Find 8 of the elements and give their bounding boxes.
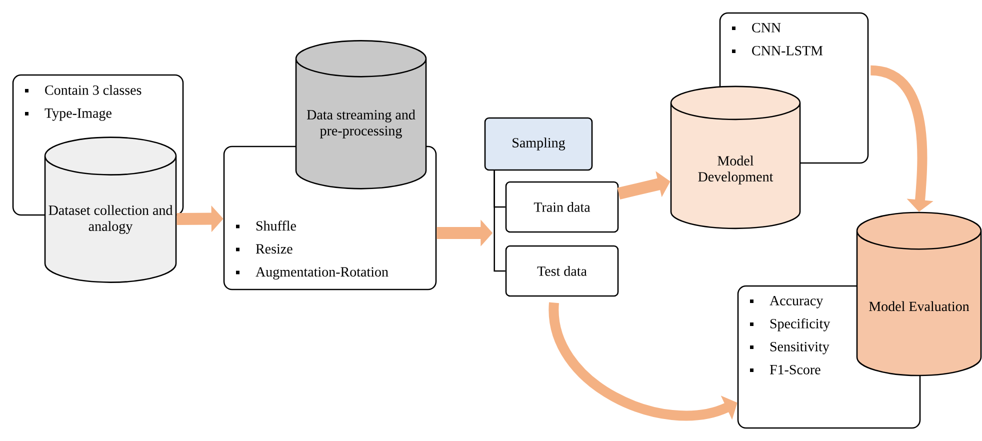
- process-box: Sampling: [484, 117, 593, 171]
- database-cylinder: Model Development: [670, 86, 801, 230]
- process-box: Train data: [505, 181, 619, 233]
- database-cylinder: Data streaming and pre-processing: [295, 40, 427, 190]
- database-cylinder: Dataset collection and analogy: [44, 136, 177, 283]
- connector-line: [494, 170, 506, 272]
- process-box: Test data: [505, 245, 619, 297]
- database-cylinder: Model Evaluation: [856, 212, 982, 376]
